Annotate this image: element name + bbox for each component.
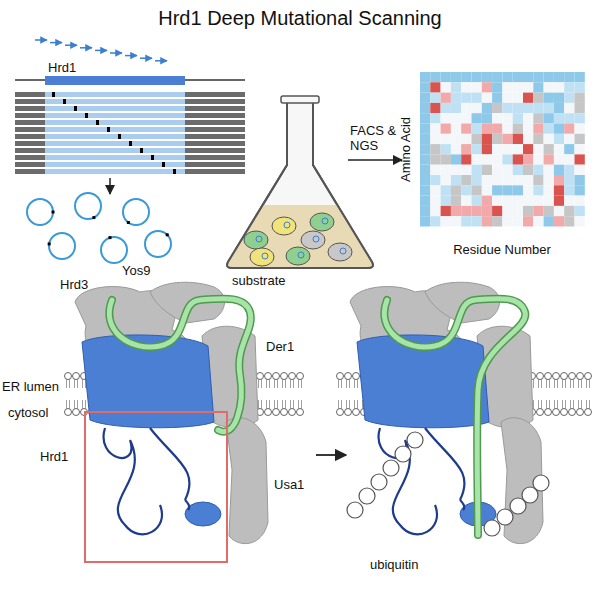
plasmids [27,193,171,263]
label: Hrd1 [48,61,76,76]
label: Hrd1 [40,450,68,465]
label: Yos9 [122,264,150,279]
label: cytosol [8,406,48,421]
substrate-strand [384,299,525,535]
label: Der1 [266,340,294,355]
complex-after [350,282,543,543]
label: Hrd3 [60,278,88,293]
label: substrate [232,274,285,289]
label: Amino Acid [400,116,415,181]
gene-bar [45,76,185,85]
variant-bars [15,92,245,174]
title: Hrd1 Deep Mutational Scanning [0,7,600,30]
label: FACS & NGS [350,124,402,154]
label: ER lumen [2,380,59,395]
primer-arrows [35,40,167,61]
heatmap [420,72,585,227]
ubiquitin-chains [347,432,549,536]
label: Residue Number [453,243,551,258]
highlight-box [85,412,227,562]
yeast-cells [244,213,352,266]
label: ubiquitin [370,558,418,573]
label: Usa1 [274,478,304,493]
flask [227,96,373,268]
